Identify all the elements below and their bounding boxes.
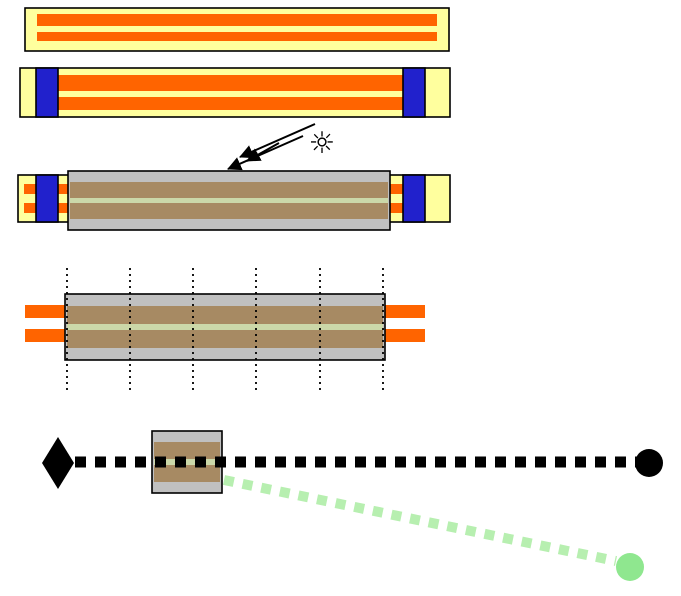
shifted-light-endpoint (616, 553, 644, 581)
light-exposure: ☼ (227, 123, 336, 171)
step5-light-path-schematic (42, 430, 663, 581)
laminate-center-line (67, 324, 383, 330)
light-ray-arrow (227, 135, 304, 171)
fiber-stub-right-bottom (380, 329, 425, 342)
connector-right (402, 174, 426, 223)
fiber-stub-left-top (25, 305, 70, 318)
sun-icon: ☼ (309, 126, 336, 161)
fiber-stub-right-top (380, 305, 425, 318)
connector-left (35, 174, 59, 223)
laminate-center-line (70, 198, 388, 203)
connector-left (35, 67, 59, 118)
end-marker-circle (635, 449, 663, 477)
fiber-stripe-top (58, 75, 403, 91)
connector-right (402, 67, 426, 118)
shifted-light-path (222, 475, 618, 566)
light-ray-arrow (246, 142, 280, 162)
fiber-stripe-top (37, 14, 437, 26)
fiber-stripe-bottom (58, 97, 403, 110)
start-marker-diamond (42, 437, 74, 489)
cut-block-center-line (154, 459, 220, 465)
step4-cutting-layout (25, 268, 425, 390)
step3-laminated-assembly (17, 170, 451, 231)
fiber-stripe-bottom (37, 32, 437, 41)
step1-fiber-ribbon (24, 7, 450, 52)
fiber-stub-left-bottom (25, 329, 70, 342)
step2-ribbon-with-connectors (19, 67, 451, 118)
light-ray-arrow (239, 123, 316, 159)
